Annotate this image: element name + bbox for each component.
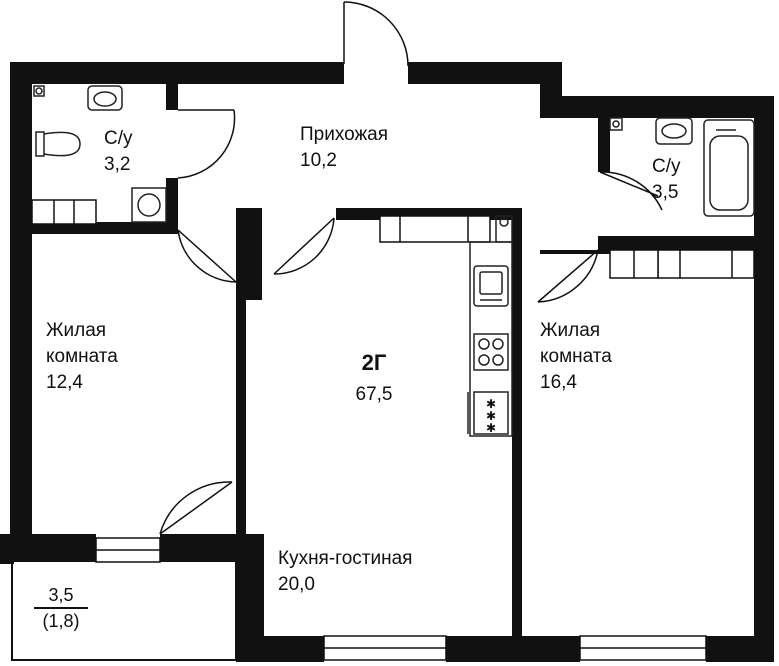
apartment-code: 2Г	[361, 350, 387, 375]
bathtub	[703, 119, 755, 217]
wall-right	[754, 96, 774, 662]
oven	[473, 391, 509, 435]
window-bedroom-right	[657, 249, 755, 279]
svg-text:✱: ✱	[486, 409, 496, 423]
hallway-area: 10,2	[300, 150, 337, 171]
bedroom-right-name-1: Жилая	[540, 320, 601, 341]
toilet-wc-left	[35, 131, 81, 157]
fraction-bar	[34, 607, 88, 609]
wall-balcony-top	[0, 534, 96, 562]
wall-balcony-top2	[160, 534, 240, 562]
svg-text:✱: ✱	[486, 397, 496, 411]
wall-wc-left-right-lower	[166, 178, 178, 230]
balcony-reduced-area: (1,8)	[42, 610, 80, 631]
door-wc-left	[177, 109, 236, 179]
bedroom-left-name-2: комната	[46, 346, 118, 367]
bedroom-left-area: 12,4	[46, 372, 83, 393]
kitchen-counter	[469, 241, 513, 437]
wc-right-name: С/у	[652, 156, 681, 177]
door-entrance	[343, 1, 409, 67]
bedroom-left-name-1: Жилая	[46, 320, 107, 341]
door-kitchen	[273, 217, 335, 275]
cooktop	[473, 333, 509, 371]
window-kitchen-top	[379, 215, 491, 243]
sink-wc-left	[87, 85, 123, 111]
wc-right-area: 3,5	[652, 182, 679, 203]
wall-left	[10, 62, 32, 542]
wall-kitchen-left-thick	[246, 208, 262, 300]
washing-machine	[131, 187, 167, 223]
kitchen-living-name: Кухня-гостиная	[278, 548, 413, 569]
wall-kitchen-bottom-left	[236, 534, 264, 662]
wc-left-name: С/у	[104, 128, 133, 149]
bedroom-right-name-2: комната	[540, 346, 612, 367]
sink-wc-right	[655, 117, 693, 145]
apartment-total-area: 67,5	[355, 384, 393, 405]
wall-wc-right-left	[598, 116, 610, 172]
wall-wc-right-bottom	[598, 236, 758, 250]
door-bedroom-right	[537, 249, 599, 303]
wall-top-right	[540, 96, 772, 118]
wall-wc-left-right	[166, 84, 178, 110]
wall-bottom-right	[706, 636, 766, 662]
wall-kitchen-right	[512, 208, 522, 636]
wall-top-left	[10, 62, 344, 84]
door-wc-right	[599, 171, 663, 211]
window-wc-left	[31, 199, 97, 225]
hallway-name: Прихожая	[300, 124, 389, 145]
balcony-outline	[11, 562, 237, 661]
svg-text:✱: ✱	[486, 421, 496, 435]
kitchen-living-area: 20,0	[278, 574, 315, 595]
door-balcony	[159, 481, 233, 535]
kitchen-sink	[473, 265, 509, 307]
wc-left-area: 3,2	[104, 154, 131, 175]
wall-wc-left-bottom	[32, 222, 178, 234]
balcony-area-fraction: 3,5 (1,8)	[34, 584, 88, 632]
door-bedroom-left	[177, 229, 237, 283]
wall-kitchen-left	[236, 208, 246, 534]
balcony-area: 3,5	[48, 585, 74, 605]
wall-top-middle	[408, 62, 548, 84]
wall-bottom-middle2	[446, 636, 580, 662]
bedroom-right-area: 16,4	[540, 372, 577, 393]
